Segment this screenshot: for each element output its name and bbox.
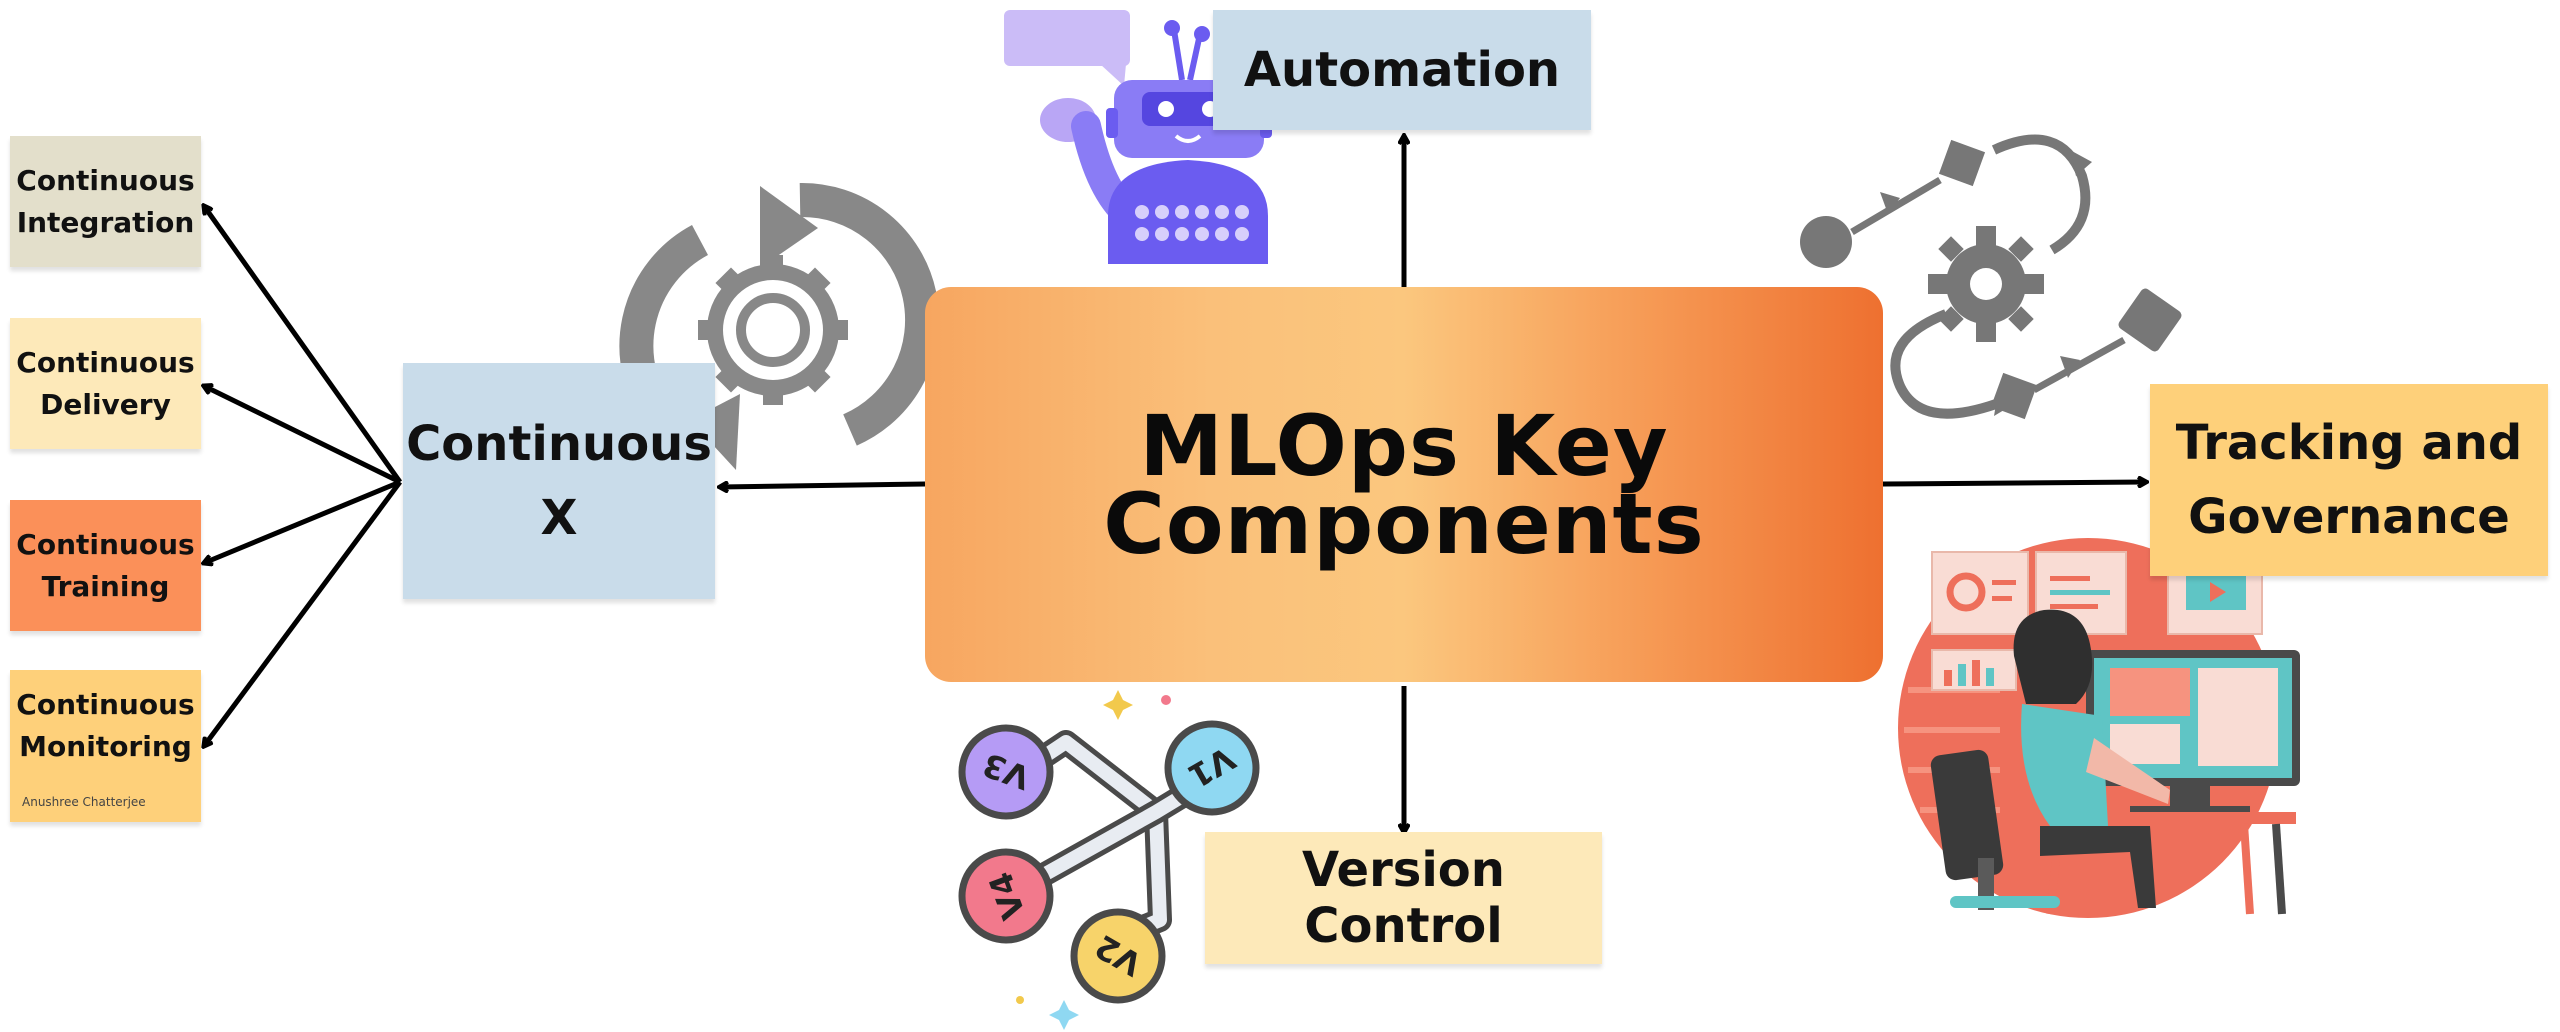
note-line: Integration	[16, 205, 195, 239]
automation-note: Automation	[1213, 10, 1591, 130]
version-control-note: Version Control	[1205, 832, 1602, 964]
note-line: Continuous	[16, 688, 195, 721]
version-control-label: Version Control	[1302, 842, 1505, 954]
arrow-to-cm	[204, 480, 403, 746]
arrow-to-continuous-x	[720, 484, 926, 487]
arrow-to-cd	[204, 386, 402, 485]
version-branch-icon: V3 V1 V4 V2	[958, 690, 1260, 1030]
arrows	[204, 136, 2146, 832]
note-line: Continuous	[16, 345, 195, 379]
central-title-line: Components	[1103, 474, 1705, 573]
note-line: Continuous	[16, 163, 195, 197]
note-line: X	[540, 490, 578, 546]
note-line: Delivery	[40, 387, 171, 421]
note-line: Tracking and	[2175, 415, 2523, 471]
robot-icon	[1004, 10, 1272, 264]
central-title-line: MLOps Key	[1139, 396, 1669, 495]
arrow-to-ct	[204, 479, 401, 563]
note-line: Continuous	[16, 527, 195, 561]
author-credit: Anushree Chatterjee	[22, 795, 146, 809]
note-line: Monitoring	[19, 730, 192, 763]
note-line: Training	[41, 569, 170, 603]
central-title: MLOps Key Components	[1103, 396, 1705, 573]
arrow-to-tracking	[1882, 482, 2146, 484]
gear-cycle-icon	[619, 182, 940, 470]
note-line: Governance	[2188, 489, 2510, 545]
workflow-gear-icon	[1800, 134, 2182, 420]
arrow-to-ci	[204, 206, 403, 484]
central-title-box: MLOps Key Components	[925, 287, 1883, 682]
person-at-computer-illustration	[1898, 538, 2300, 918]
note-line: Continuous	[406, 416, 712, 472]
automation-label: Automation	[1243, 42, 1561, 98]
